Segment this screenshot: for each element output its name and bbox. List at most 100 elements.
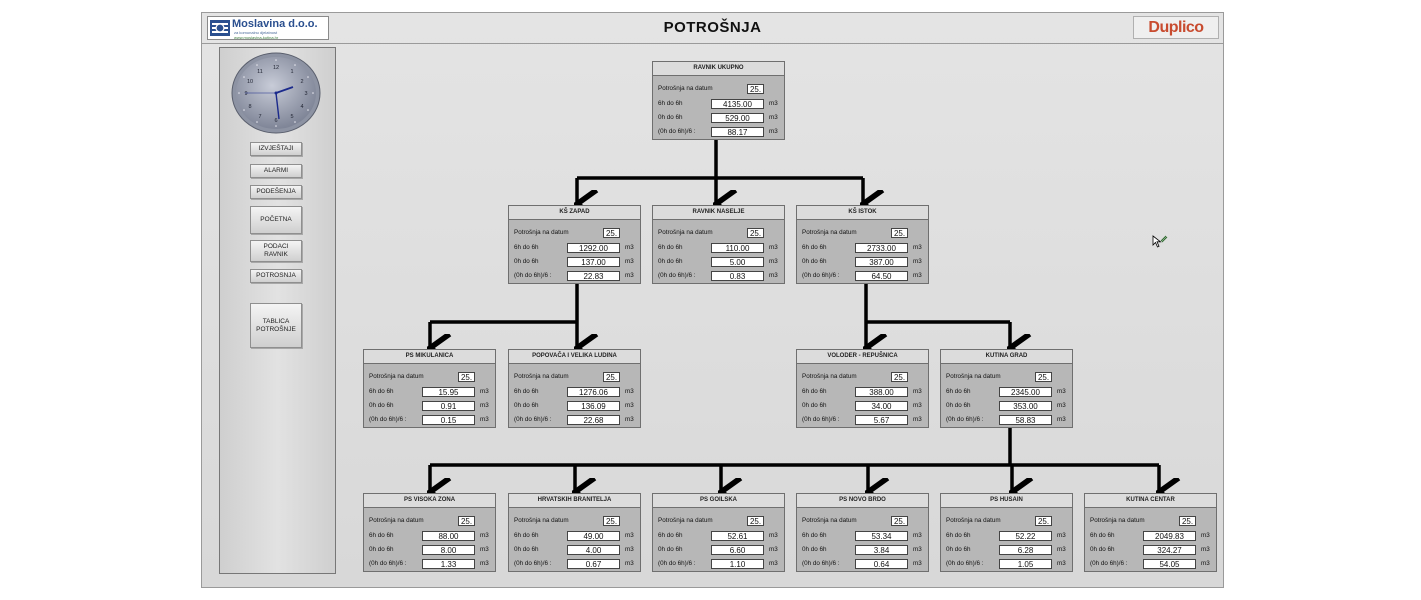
node-title: PS VISOKA ZONA xyxy=(364,494,495,508)
nav-potrosnja-button[interactable]: POTROSNJA xyxy=(250,269,302,283)
label-average: (0h do 6h)/6 : xyxy=(658,128,696,135)
value-date: 25. xyxy=(458,372,475,382)
value-date: 25. xyxy=(458,516,475,526)
value-0h-do-6h: 529.00 xyxy=(711,113,764,123)
label-0h-do-6h: 0h do 6h xyxy=(514,546,539,553)
value-average: 0.15 xyxy=(422,415,475,425)
unit: m3 xyxy=(625,546,634,553)
value-average: 64.50 xyxy=(855,271,908,281)
node-ps-husain[interactable]: PS HUSAIN Potrošnja na datum 25. 6h do 6… xyxy=(940,493,1073,572)
value-6h-do-6h: 49.00 xyxy=(567,531,620,541)
connector-ks-istok xyxy=(864,284,1010,324)
duplico-logo: Duplico xyxy=(1133,16,1219,39)
nav-pocetna-button[interactable]: POČETNA xyxy=(250,206,302,234)
value-date: 25. xyxy=(747,228,764,238)
node-ps-visoka-zona[interactable]: PS VISOKA ZONA Potrošnja na datum 25. 6h… xyxy=(363,493,496,572)
label-6h-do-6h: 6h do 6h xyxy=(802,532,827,539)
node-title: PS MIKULANICA xyxy=(364,350,495,364)
node-title: RAVNIK UKUPNO xyxy=(653,62,784,76)
value-date: 25. xyxy=(747,84,764,94)
node-kutina-centar[interactable]: KUTINA CENTAR Potrošnja na datum 25. 6h … xyxy=(1084,493,1217,572)
unit: m3 xyxy=(480,532,489,539)
unit: m3 xyxy=(625,560,634,567)
unit: m3 xyxy=(913,402,922,409)
clock-minute-hand xyxy=(275,92,280,120)
value-average: 58.83 xyxy=(999,415,1052,425)
node-title: HRVATSKIH BRANITELJA xyxy=(509,494,640,508)
node-title: POPOVAČA I VELIKA LUDINA xyxy=(509,350,640,364)
unit: m3 xyxy=(625,258,634,265)
unit: m3 xyxy=(913,560,922,567)
connector-kutina-grad xyxy=(430,428,1159,467)
node-voloder-repusnica[interactable]: VOLODER - REPUŠNICA Potrošnja na datum 2… xyxy=(796,349,929,428)
node-hrvatskih-branitelja[interactable]: HRVATSKIH BRANITELJA Potrošnja na datum … xyxy=(508,493,641,572)
label-0h-do-6h: 0h do 6h xyxy=(946,402,971,409)
node-ps-novo-brdo[interactable]: PS NOVO BRDO Potrošnja na datum 25. 6h d… xyxy=(796,493,929,572)
unit: m3 xyxy=(1057,546,1066,553)
value-6h-do-6h: 52.22 xyxy=(999,531,1052,541)
nav-izvjestaji-button[interactable]: IZVJEŠTAJI xyxy=(250,142,302,156)
label-datum: Potrošnja na datum xyxy=(946,517,1001,524)
label-6h-do-6h: 6h do 6h xyxy=(946,388,971,395)
label-0h-do-6h: 0h do 6h xyxy=(802,258,827,265)
value-6h-do-6h: 110.00 xyxy=(711,243,764,253)
unit: m3 xyxy=(913,546,922,553)
label-0h-do-6h: 0h do 6h xyxy=(946,546,971,553)
unit: m3 xyxy=(769,114,778,121)
value-6h-do-6h: 88.00 xyxy=(422,531,475,541)
unit: m3 xyxy=(769,546,778,553)
unit: m3 xyxy=(913,272,922,279)
node-ps-mikulanica[interactable]: PS MIKULANICA Potrošnja na datum 25. 6h … xyxy=(363,349,496,428)
clock-ticks xyxy=(238,59,314,127)
node-ravnik-ukupno[interactable]: RAVNIK UKUPNO Potrošnja na datum 25. 6h … xyxy=(652,61,785,140)
label-average: (0h do 6h)/6 : xyxy=(369,560,407,567)
clock-num-11: 11 xyxy=(257,69,263,75)
value-average: 88.17 xyxy=(711,127,764,137)
nav-podaci-ravnik-button[interactable]: PODACI RAVNIK xyxy=(250,240,302,262)
value-average: 1.05 xyxy=(999,559,1052,569)
node-title: RAVNIK NASELJE xyxy=(653,206,784,220)
label-datum: Potrošnja na datum xyxy=(802,517,857,524)
value-average: 5.67 xyxy=(855,415,908,425)
value-date: 25. xyxy=(747,516,764,526)
label-6h-do-6h: 6h do 6h xyxy=(1090,532,1115,539)
clock-num-1: 1 xyxy=(290,69,293,75)
label-0h-do-6h: 0h do 6h xyxy=(802,402,827,409)
label-average: (0h do 6h)/6 : xyxy=(802,416,840,423)
mouse-pointer-icon xyxy=(1152,235,1168,248)
node-ravnik-naselje[interactable]: RAVNIK NASELJE Potrošnja na datum 25. 6h… xyxy=(652,205,785,284)
node-ks-zapad[interactable]: KŠ ZAPAD Potrošnja na datum 25. 6h do 6h… xyxy=(508,205,641,284)
unit: m3 xyxy=(769,532,778,539)
node-title: KUTINA GRAD xyxy=(941,350,1072,364)
label-0h-do-6h: 0h do 6h xyxy=(1090,546,1115,553)
label-average: (0h do 6h)/6 : xyxy=(946,560,984,567)
value-6h-do-6h: 53.34 xyxy=(855,531,908,541)
node-ks-istok[interactable]: KŠ ISTOK Potrošnja na datum 25. 6h do 6h… xyxy=(796,205,929,284)
moslavina-logo-icon xyxy=(210,20,230,36)
value-average: 1.33 xyxy=(422,559,475,569)
nav-podesenja-button[interactable]: PODEŠENJA xyxy=(250,185,302,199)
unit: m3 xyxy=(913,416,922,423)
unit: m3 xyxy=(480,546,489,553)
nav-alarmi-button[interactable]: ALARMI xyxy=(250,164,302,178)
nav-tablica-potrosnje-button[interactable]: TABLICA POTROŠNJE xyxy=(250,303,302,348)
node-popovaca-velika-ludina[interactable]: POPOVAČA I VELIKA LUDINA Potrošnja na da… xyxy=(508,349,641,428)
value-date: 25. xyxy=(1035,516,1052,526)
unit: m3 xyxy=(913,258,922,265)
label-datum: Potrošnja na datum xyxy=(514,229,569,236)
label-6h-do-6h: 6h do 6h xyxy=(514,244,539,251)
value-date: 25. xyxy=(891,516,908,526)
value-date: 25. xyxy=(603,228,620,238)
unit: m3 xyxy=(480,560,489,567)
label-0h-do-6h: 0h do 6h xyxy=(658,114,683,121)
clock-num-5: 5 xyxy=(290,114,293,120)
node-ps-goilska[interactable]: PS GOILSKA Potrošnja na datum 25. 6h do … xyxy=(652,493,785,572)
label-datum: Potrošnja na datum xyxy=(658,517,713,524)
label-6h-do-6h: 6h do 6h xyxy=(369,532,394,539)
flow-connectors xyxy=(202,140,1225,589)
scada-window: Moslavina d.o.o. za komunalnu djelatnost… xyxy=(201,12,1224,588)
node-kutina-grad[interactable]: KUTINA GRAD Potrošnja na datum 25. 6h do… xyxy=(940,349,1073,428)
label-0h-do-6h: 0h do 6h xyxy=(369,546,394,553)
clock-num-10: 10 xyxy=(247,79,253,85)
unit: m3 xyxy=(769,100,778,107)
